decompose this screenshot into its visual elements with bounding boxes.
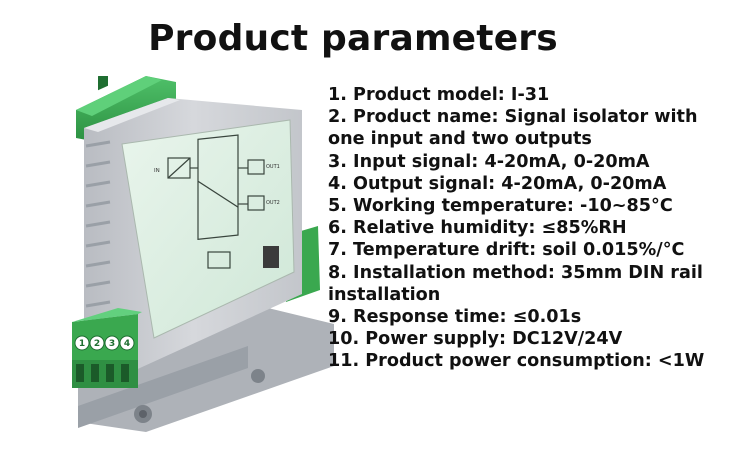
parameter-list: 1. Product model: I-31 2. Product name: …: [328, 84, 748, 373]
terminal-number-2: 2: [94, 339, 100, 349]
terminal-number-3: 3: [109, 339, 115, 349]
terminal-number-1: 1: [79, 339, 85, 349]
label-out1: OUT1: [266, 164, 280, 170]
param-input-signal: 3. Input signal: 4-20mA, 0-20mA: [328, 151, 650, 172]
param-output-signal: 4. Output signal: 4-20mA, 0-20mA: [328, 173, 667, 194]
param-installation-method: 8. Installation method: 35mm DIN rail in…: [328, 262, 703, 305]
param-relative-humidity: 6. Relative humidity: ≤85%RH: [328, 218, 627, 239]
front-label-panel: IN OUT1 OUT2: [121, 119, 295, 339]
signal-isolator-product-image: IN OUT1 OUT2 1 2 3 4: [72, 76, 334, 432]
din-rail-base: [78, 308, 334, 432]
param-power-supply: 10. Power supply: DC12V/24V: [328, 329, 623, 350]
param-working-temperature: 5. Working temperature: -10~85°C: [328, 196, 673, 217]
label-in: IN: [154, 168, 160, 174]
page-title: Product parameters: [148, 18, 558, 59]
label-out2: OUT2: [266, 200, 280, 206]
param-product-model: 1. Product model: I-31: [328, 85, 550, 105]
param-temperature-drift: 7. Temperature drift: soil 0.015%/°C: [328, 240, 685, 261]
param-power-consumption: 11. Product power consumption: <1W: [328, 351, 705, 372]
param-product-name: 2. Product name: Signal isolator with on…: [328, 107, 698, 150]
param-response-time: 9. Response time: ≤0.01s: [328, 307, 582, 328]
terminal-number-4: 4: [124, 339, 130, 349]
bottom-terminal-block: 1 2 3 4: [72, 308, 142, 388]
